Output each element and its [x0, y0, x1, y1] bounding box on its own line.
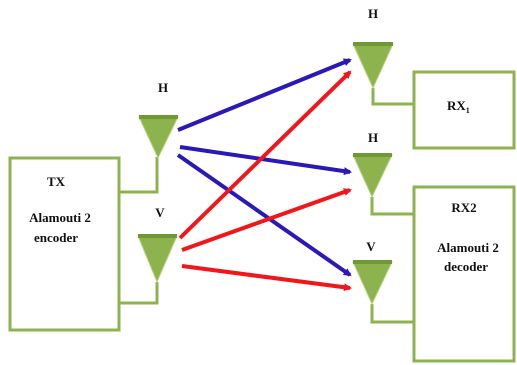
tx-line2: encoder: [34, 230, 78, 245]
rx1-h-antenna-icon: [352, 42, 394, 90]
rx1-block: [412, 70, 516, 150]
tx-h-antenna-icon: [138, 115, 179, 160]
rx2-title: RX2: [451, 200, 476, 215]
rx2-h-feed: [370, 197, 414, 216]
tx-block: [8, 156, 121, 332]
path-txv-rx2v: [181, 264, 352, 292]
rx2-h-label: H: [368, 130, 378, 145]
path-txh-rx1h: [177, 58, 352, 132]
tx-v-label: V: [155, 205, 165, 220]
rx2-v-feed: [370, 304, 414, 324]
tx-h-feed: [119, 157, 159, 194]
rx2-line2: decoder: [444, 259, 488, 274]
rx2-block: [412, 185, 516, 363]
rx1-title: RX1: [447, 98, 470, 115]
path-txv-rx2h: [181, 188, 352, 252]
rx1-title-main: RX: [447, 98, 466, 113]
tx-title: TX: [47, 174, 66, 189]
tx-v-feed: [119, 282, 159, 305]
path-txv-rx1h: [178, 70, 352, 240]
rx2-line1: Alamouti 2: [437, 240, 499, 255]
rx2-v-label: V: [366, 239, 376, 254]
rx1-h-feed: [371, 88, 414, 106]
rx1-title-subscript: 1: [466, 106, 470, 115]
rx1-h-label: H: [368, 6, 378, 21]
rx2-v-antenna-icon: [352, 260, 393, 306]
path-txh-rx2h: [179, 145, 352, 176]
path-txh-rx2v: [176, 153, 352, 277]
tx-v-antenna-icon: [137, 234, 178, 284]
tx-line1: Alamouti 2: [29, 210, 91, 225]
rx2-h-antenna-icon: [352, 153, 393, 199]
tx-h-label: H: [158, 80, 168, 95]
